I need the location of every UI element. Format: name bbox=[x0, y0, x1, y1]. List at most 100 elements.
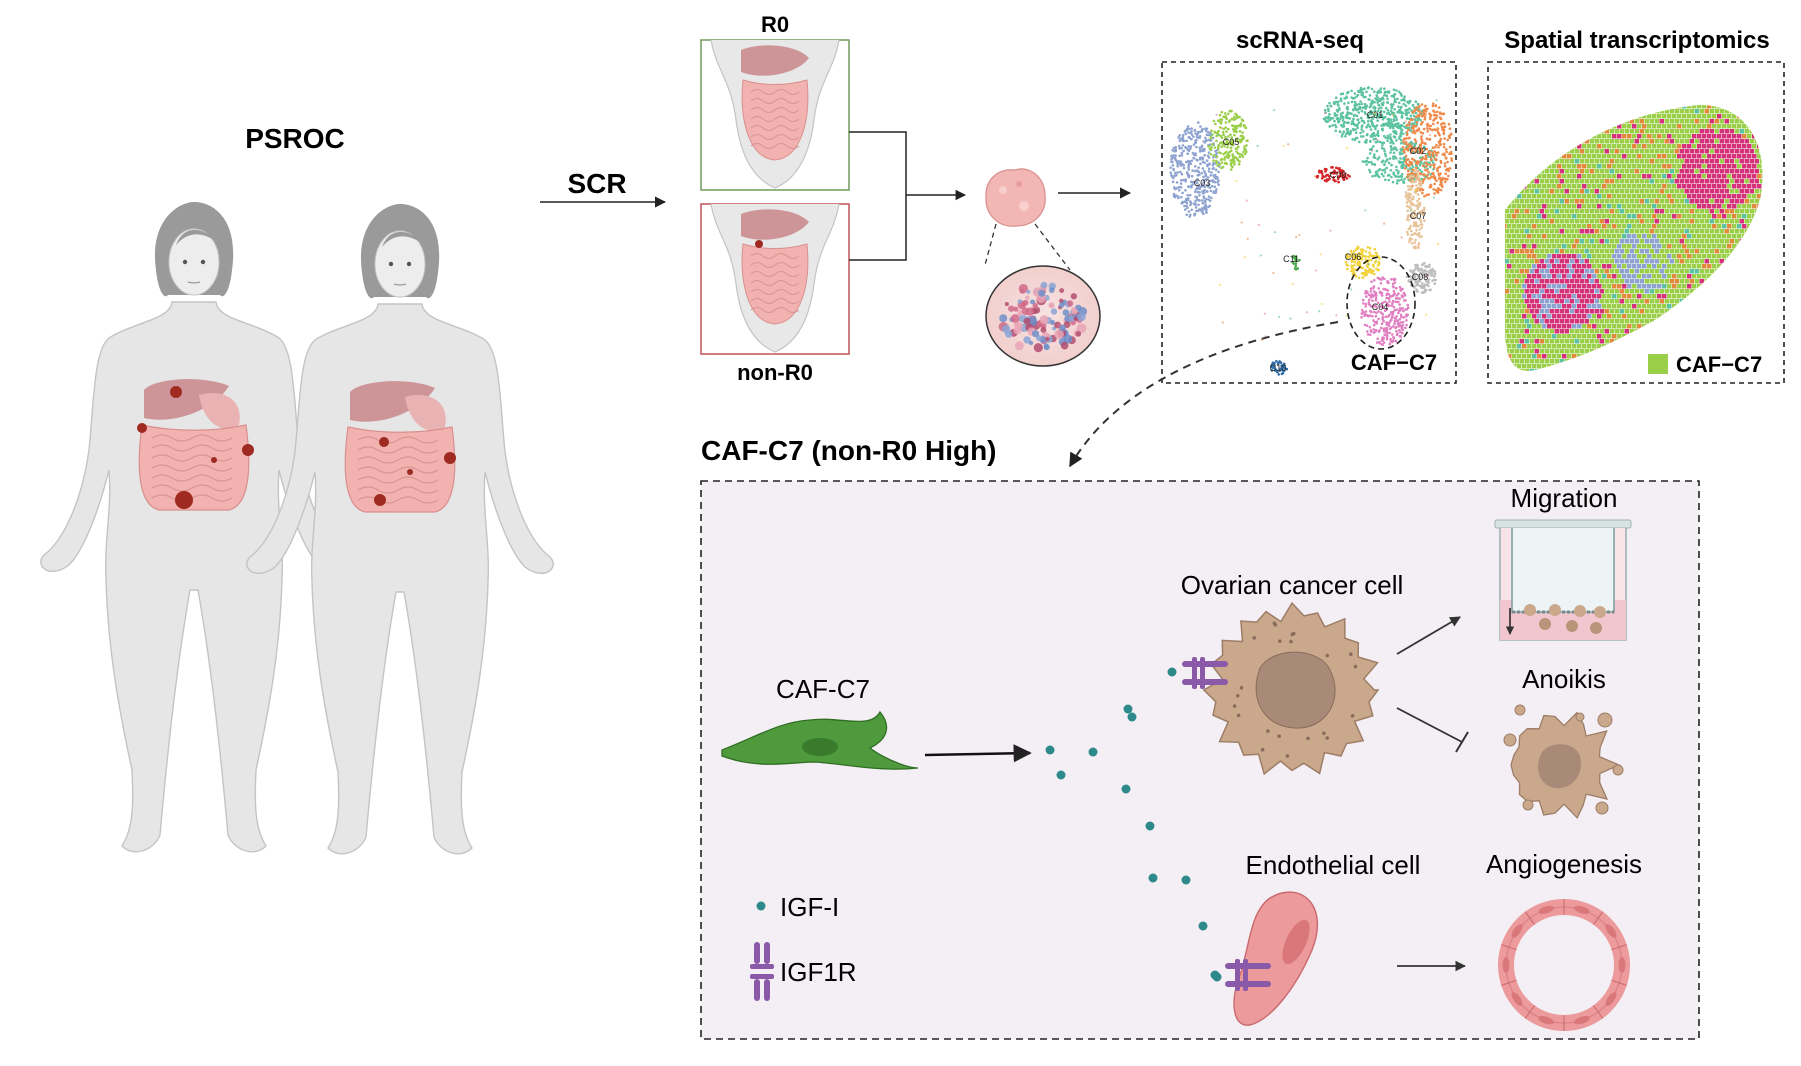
spatial-spot bbox=[1709, 209, 1714, 214]
spatial-spot bbox=[1649, 199, 1654, 204]
umap-point bbox=[1386, 302, 1389, 305]
umap-point bbox=[1202, 140, 1206, 143]
umap-point bbox=[1421, 263, 1424, 266]
cluster-label: C04 bbox=[1372, 302, 1389, 312]
spatial-spot bbox=[1667, 244, 1672, 249]
umap-point bbox=[1422, 127, 1426, 131]
spatial-spot bbox=[1505, 229, 1509, 234]
spatial-spot bbox=[1754, 179, 1759, 184]
spatial-spot bbox=[1684, 199, 1689, 204]
spatial-spot bbox=[1597, 304, 1602, 309]
tissue-cell bbox=[1010, 314, 1020, 324]
spatial-spot bbox=[1629, 129, 1634, 134]
tissue-cell bbox=[1013, 326, 1022, 335]
spatial-spot bbox=[1564, 169, 1569, 174]
umap-point bbox=[1433, 192, 1436, 195]
tissue-cell bbox=[1059, 324, 1066, 332]
umap-point bbox=[1382, 122, 1385, 126]
spatial-spot bbox=[1737, 164, 1742, 169]
umap-point bbox=[1187, 166, 1190, 169]
spatial-spot bbox=[1694, 219, 1699, 224]
umap-point bbox=[1182, 149, 1185, 153]
spatial-spot bbox=[1624, 249, 1629, 254]
umap-point bbox=[1367, 161, 1371, 164]
spatial-spot bbox=[1597, 164, 1602, 169]
umap-point bbox=[1373, 100, 1376, 104]
tissue-cell bbox=[1023, 336, 1031, 344]
umap-point bbox=[1216, 164, 1219, 167]
umap-point bbox=[1369, 290, 1373, 293]
umap-point bbox=[1353, 138, 1357, 142]
spatial-spot bbox=[1607, 274, 1612, 279]
spatial-spot bbox=[1557, 274, 1562, 279]
spatial-spot bbox=[1739, 159, 1744, 164]
spatial-spot bbox=[1642, 144, 1647, 149]
spatial-spot bbox=[1669, 279, 1674, 284]
spatial-spot bbox=[1692, 284, 1697, 289]
spatial-spot bbox=[1702, 214, 1707, 219]
umap-point bbox=[1441, 185, 1444, 188]
spatial-spot bbox=[1609, 229, 1614, 234]
umap-point bbox=[1270, 369, 1274, 372]
spatial-spot bbox=[1639, 259, 1644, 264]
spatial-spot bbox=[1622, 124, 1627, 129]
spatial-spot bbox=[1724, 129, 1729, 134]
umap-point bbox=[1390, 148, 1393, 152]
spatial-spot bbox=[1539, 199, 1544, 204]
spatial-spot bbox=[1687, 105, 1692, 109]
umap-point bbox=[1414, 245, 1417, 248]
spatial-spot bbox=[1709, 119, 1714, 124]
spatial-spot bbox=[1512, 304, 1517, 309]
spatial-spot bbox=[1642, 284, 1647, 289]
spatial-spot bbox=[1537, 264, 1542, 269]
spatial-spot bbox=[1677, 204, 1682, 209]
spatial-spot bbox=[1622, 204, 1627, 209]
spatial-spot bbox=[1692, 164, 1697, 169]
spatial-spot bbox=[1577, 294, 1582, 299]
spatial-spot bbox=[1594, 279, 1599, 284]
spatial-spot bbox=[1559, 249, 1564, 254]
umap-point bbox=[1391, 282, 1395, 286]
umap-point bbox=[1392, 118, 1396, 121]
spatial-spot bbox=[1677, 194, 1682, 199]
bowel-loop bbox=[750, 143, 800, 149]
umap-point bbox=[1446, 138, 1449, 142]
spatial-spot bbox=[1697, 284, 1702, 289]
umap-point bbox=[1400, 142, 1403, 145]
spatial-spot bbox=[1567, 284, 1572, 289]
spatial-spot bbox=[1742, 164, 1747, 169]
spatial-spot bbox=[1739, 149, 1744, 154]
spatial-spot bbox=[1692, 234, 1697, 239]
spatial-spot bbox=[1742, 174, 1747, 179]
spatial-spot bbox=[1752, 204, 1757, 209]
spatial-spot bbox=[1544, 209, 1549, 214]
umap-point bbox=[1369, 140, 1372, 143]
umap-point bbox=[1234, 147, 1238, 151]
umap-point bbox=[1340, 114, 1344, 118]
umap-point bbox=[1209, 148, 1213, 151]
umap-point bbox=[1173, 174, 1176, 178]
umap-point bbox=[1186, 152, 1189, 155]
spatial-spot bbox=[1627, 244, 1632, 249]
bowel-loop bbox=[357, 456, 439, 464]
spatial-spot bbox=[1532, 294, 1537, 299]
spatial-spot bbox=[1629, 179, 1634, 184]
umap-point bbox=[1414, 100, 1418, 103]
umap-point bbox=[1418, 183, 1421, 186]
umap-point bbox=[1354, 274, 1358, 278]
umap-point bbox=[1220, 157, 1224, 161]
spatial-spot bbox=[1692, 204, 1697, 209]
tissue-cell bbox=[1038, 289, 1046, 297]
spatial-spot bbox=[1729, 119, 1734, 124]
umap-point bbox=[1187, 164, 1190, 167]
umap-point bbox=[1185, 139, 1188, 143]
umap-point bbox=[1395, 286, 1398, 290]
tissue-cell bbox=[1058, 298, 1064, 304]
umap-point bbox=[1398, 137, 1401, 140]
umap-point bbox=[1203, 161, 1206, 164]
umap-point bbox=[1315, 269, 1318, 272]
umap-point bbox=[1398, 297, 1401, 300]
spatial-spot bbox=[1577, 204, 1582, 209]
spatial-spot bbox=[1619, 189, 1624, 194]
tissue-cell bbox=[1022, 299, 1029, 306]
